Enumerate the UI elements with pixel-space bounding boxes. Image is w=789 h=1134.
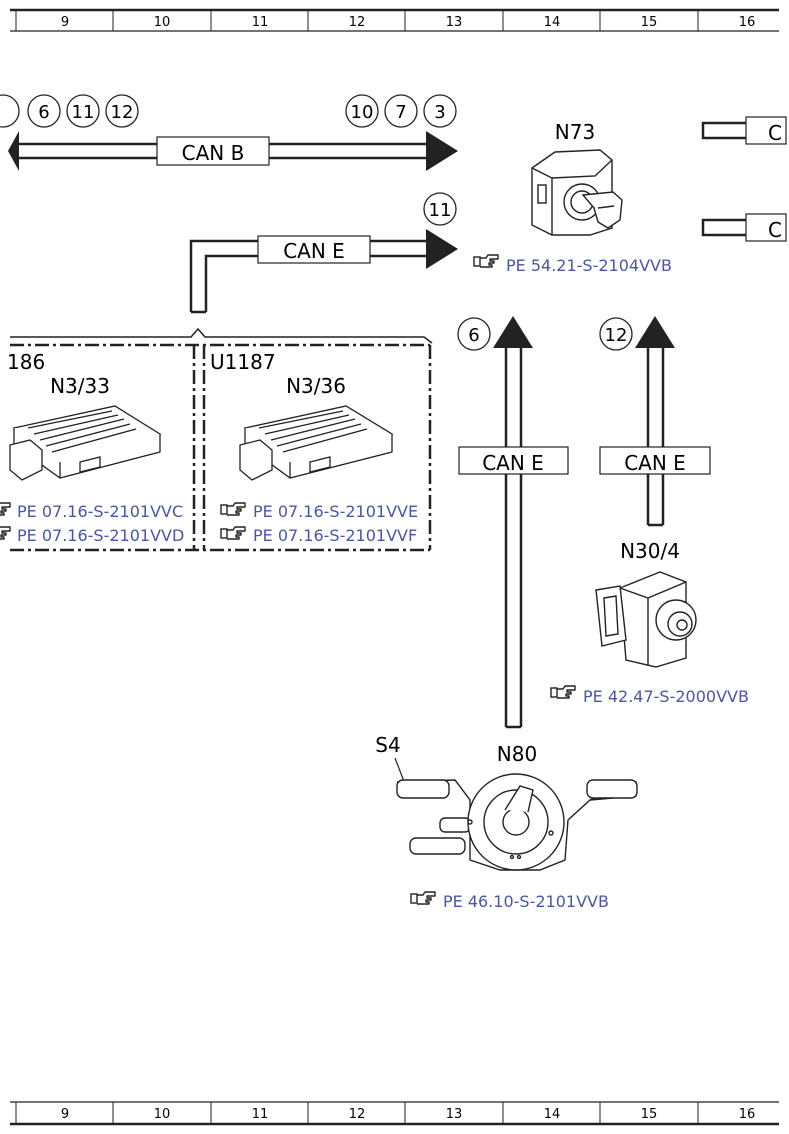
n30-4-label: N30/4 (620, 539, 680, 563)
u186-reference-link-1[interactable]: PE 07.16-S-2101VVC (17, 502, 183, 521)
ruler-col-10: 10 (154, 15, 171, 30)
circle-label: 7 (395, 102, 406, 123)
circle-label: 3 (434, 102, 445, 123)
group-connector-line (10, 327, 433, 344)
n73-label: N73 (555, 120, 595, 144)
steering-column-module-icon (396, 773, 638, 871)
reference-hand-icon (550, 685, 576, 699)
circle-label: 6 (38, 102, 49, 123)
n3-33-label: N3/33 (50, 374, 110, 398)
circle-label: 11 (72, 102, 95, 123)
ruler-col-15: 15 (641, 1107, 658, 1122)
can-b-label: CAN B (182, 141, 245, 165)
u1187-reference-link-2[interactable]: PE 07.16-S-2101VVF (253, 526, 417, 545)
n73-reference-link[interactable]: PE 54.21-S-2104VVB (506, 256, 672, 275)
n80-label: N80 (497, 742, 537, 766)
n80-component: N80 S4 PE 46.10-S-2101VVB (375, 733, 638, 911)
can-e-vertical-bus-2: CAN E 12 (599, 316, 711, 527)
engine-control-unit-icon (239, 405, 394, 481)
circle-label: 6 (468, 325, 479, 346)
circle-label: 10 (351, 102, 374, 123)
ruler-col-13: 13 (446, 15, 463, 30)
u1187-group: U1187 N3/36 PE 07.16-S-2101VVE PE 07.16-… (210, 350, 418, 545)
can-e-label: CAN E (283, 239, 345, 263)
can-b-left-arrow (8, 131, 19, 171)
s4-label: S4 (375, 733, 400, 757)
can-e-up-arrow (493, 316, 533, 348)
can-e-right-arrow (426, 229, 458, 269)
right-stub-label-2: C (768, 218, 782, 242)
n30-4-reference-link[interactable]: PE 42.47-S-2000VVB (583, 687, 749, 706)
ignition-switch-icon (531, 149, 623, 236)
can-b-label-box (156, 136, 270, 166)
can-e-bus: CAN E 11 (189, 192, 458, 314)
can-b-right-arrow (426, 131, 458, 171)
reference-hand-icon (220, 502, 246, 516)
engine-control-unit-icon (9, 405, 162, 481)
ruler-col-11: 11 (252, 1107, 269, 1122)
u186-group-label: 186 (7, 350, 45, 374)
circle-label: 12 (605, 325, 628, 346)
reference-hand-icon (0, 502, 11, 516)
ruler-col-10: 10 (154, 1107, 171, 1122)
reference-hand-icon (0, 526, 11, 540)
n80-reference-link[interactable]: PE 46.10-S-2101VVB (443, 892, 609, 911)
circle-label: 12 (111, 102, 134, 123)
ruler-col-9: 9 (61, 15, 69, 30)
can-e-vertical-label-1: CAN E (482, 451, 544, 475)
ruler-col-12: 12 (349, 15, 366, 30)
right-stubs: C C (701, 116, 787, 242)
can-b-bus: CAN B (8, 131, 458, 171)
ruler-col-15: 15 (641, 15, 658, 30)
reference-hand-icon (473, 254, 499, 268)
can-e-vertical-label-2: CAN E (624, 451, 686, 475)
can-e-up-arrow (635, 316, 675, 348)
abs-control-unit-icon (595, 571, 697, 668)
circle-label: 11 (429, 200, 452, 221)
bottom-ruler: 9 10 11 12 13 14 15 16 (10, 1101, 779, 1126)
u186-group: 186 N3/33 PE 07.16-S-2101VVC PE 07.16-S-… (0, 350, 184, 545)
u1187-group-label: U1187 (210, 350, 276, 374)
u186-reference-link-2[interactable]: PE 07.16-S-2101VVD (17, 526, 184, 545)
n3-36-label: N3/36 (286, 374, 346, 398)
reference-hand-icon (220, 526, 246, 540)
control-unit-groups (10, 343, 432, 552)
ruler-col-13: 13 (446, 1107, 463, 1122)
n30-4-component: N30/4 PE 42.47-S-2000VVB (550, 539, 749, 706)
ruler-col-16: 16 (739, 1107, 756, 1122)
can-e-label-box (257, 235, 371, 264)
ruler-col-14: 14 (544, 15, 561, 30)
u1187-reference-link-1[interactable]: PE 07.16-S-2101VVE (253, 502, 418, 521)
reference-hand-icon (410, 891, 436, 905)
n73-component: N73 PE 54.21-S-2104VVB (473, 120, 672, 275)
ruler-col-16: 16 (739, 15, 756, 30)
ruler-col-12: 12 (349, 1107, 366, 1122)
ruler-col-11: 11 (252, 15, 269, 30)
top-ruler: 9 10 11 12 13 14 15 16 (10, 8, 779, 32)
circle-cut-left (0, 94, 20, 128)
ruler-col-9: 9 (61, 1107, 69, 1122)
right-stub-label-1: C (768, 121, 782, 145)
top-circles: 6 11 12 10 7 3 (0, 94, 457, 128)
can-e-vertical-bus-1: CAN E 6 (457, 316, 569, 729)
ruler-col-14: 14 (544, 1107, 561, 1122)
